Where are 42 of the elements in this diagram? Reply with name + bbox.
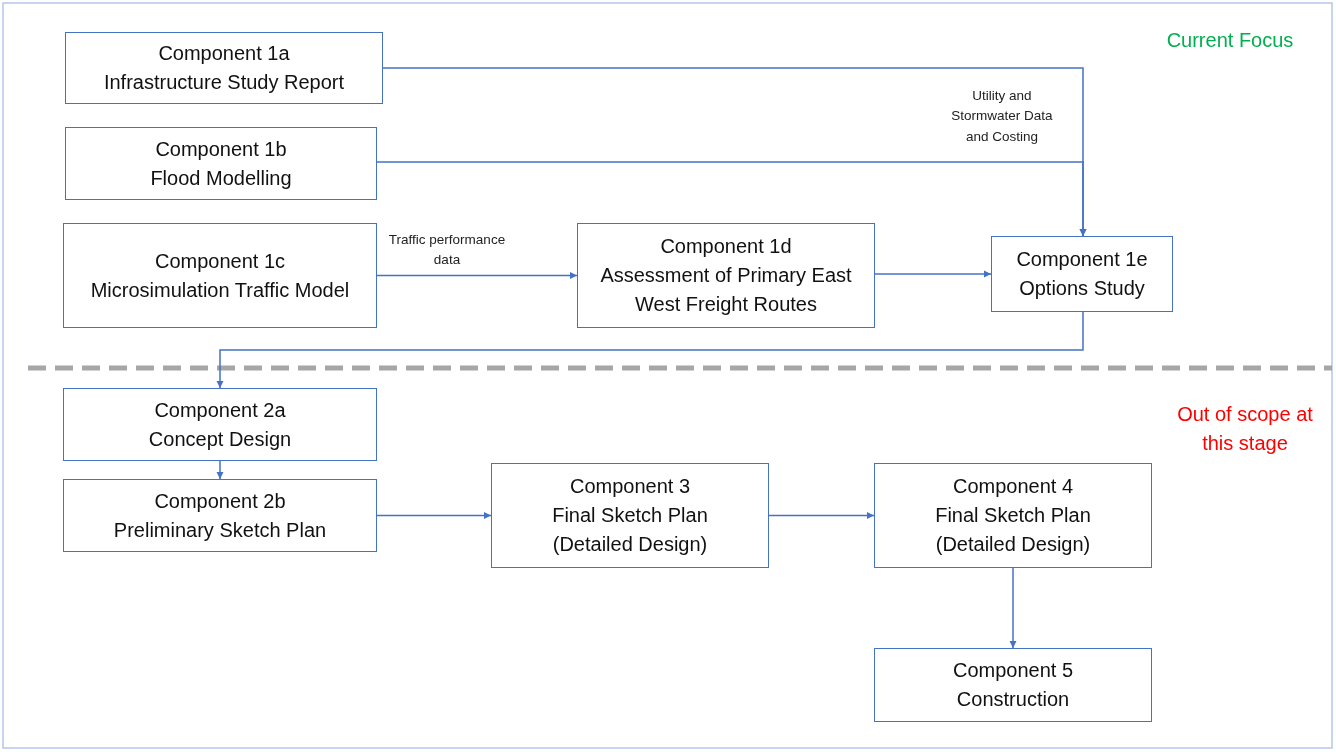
box-text: Infrastructure Study Report: [103, 70, 345, 95]
box-heading: Component 1a: [158, 41, 290, 66]
section-note: Current Focus: [1165, 28, 1295, 53]
process-box: [491, 463, 769, 568]
arrow: [376, 511, 492, 520]
arrow: [376, 271, 578, 280]
box-heading: Component 1d: [660, 234, 792, 259]
box-text: Preliminary Sketch Plan: [113, 517, 327, 543]
process-box: [991, 236, 1173, 312]
box-heading: Component 4: [952, 474, 1074, 499]
arrow: [874, 270, 992, 278]
process-box: [874, 648, 1152, 722]
box-heading: Component 3: [569, 474, 691, 499]
process-box: [577, 223, 875, 328]
box-heading: Component 5: [952, 658, 1074, 683]
process-box: [63, 479, 377, 552]
box-text: Final Sketch Plan: [935, 503, 1091, 528]
box-text: Microsimulation Traffic Model: [90, 277, 350, 303]
process-box: [65, 32, 383, 104]
arrow: [1009, 567, 1017, 649]
process-box: [65, 127, 377, 200]
arrow: [768, 511, 875, 520]
box-text: (Detailed Design): [552, 532, 708, 557]
box-text: (Detailed Design): [935, 532, 1091, 557]
arrow: [376, 161, 1087, 237]
box-heading: Component 2a: [154, 397, 286, 423]
process-box: [874, 463, 1152, 568]
box-text: Construction: [956, 687, 1070, 712]
box-text: Flood Modelling: [150, 165, 292, 191]
arrow: [216, 460, 224, 480]
box-text: Assessment of Primary East West Freight Routes: [599, 263, 853, 317]
arrow: [216, 311, 1084, 389]
box-heading: Component 1e: [1016, 247, 1148, 272]
box-heading: Component 2b: [154, 488, 286, 514]
box-text: Final Sketch Plan: [552, 503, 708, 528]
box-heading: Component 1c: [154, 248, 286, 274]
process-box: [63, 388, 377, 461]
box-heading: Component 1b: [155, 136, 287, 162]
box-text: Options Study: [1019, 276, 1145, 301]
section-note: Out of scope at this stage: [1176, 402, 1314, 456]
box-text: Concept Design: [148, 426, 292, 452]
process-box: [63, 223, 377, 328]
